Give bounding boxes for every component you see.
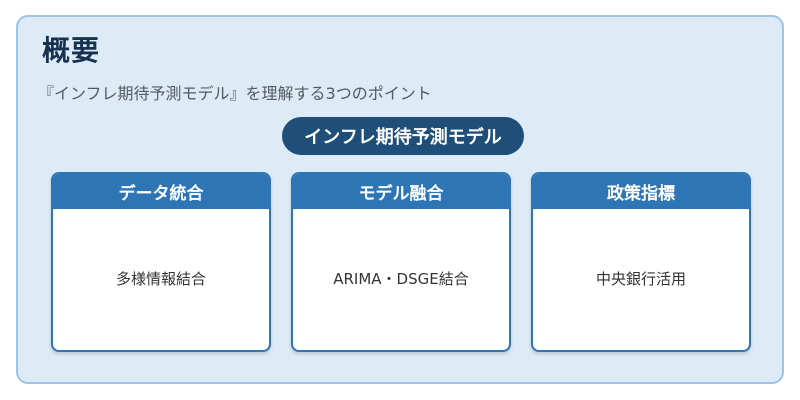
card-body: 中央銀行活用 (595, 270, 686, 288)
card-body: 多様情報結合 (115, 270, 206, 288)
card-policy-indicator: 政策指標 中央銀行活用 (531, 172, 751, 352)
card-data-integration: データ統合 多様情報結合 (51, 172, 271, 352)
card-header: モデル融合 (293, 174, 509, 209)
card-body: ARIMA・DSGE結合 (333, 270, 469, 288)
card-header: データ統合 (53, 174, 269, 209)
card-header: 政策指標 (533, 174, 749, 209)
overview-panel: 概要 『インフレ期待予測モデル』を理解する3つのポイント インフレ期待予測モデル… (16, 15, 784, 384)
card-model-fusion: モデル融合 ARIMA・DSGE結合 (291, 172, 511, 352)
center-model-label: インフレ期待予測モデル (282, 117, 524, 155)
overview-subtitle: 『インフレ期待予測モデル』を理解する3つのポイント (38, 84, 432, 103)
overview-title: 概要 (42, 34, 101, 67)
